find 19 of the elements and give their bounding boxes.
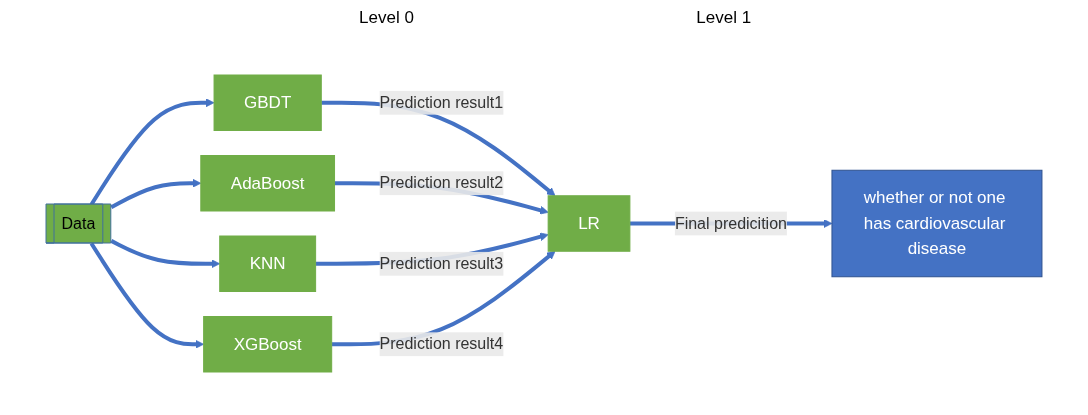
edge-label: Prediction result4: [379, 335, 504, 353]
arrow: [331, 250, 556, 347]
node-box: KNN: [219, 235, 317, 292]
node-box: whether or not one has cardiovascular disease: [831, 169, 1043, 278]
edge-label: Final predicition: [674, 214, 787, 232]
node-box: GBDT: [213, 74, 322, 131]
node-box: AdaBoost: [200, 155, 336, 212]
level-label: Level 1: [696, 8, 752, 28]
edge-label: Prediction result3: [379, 254, 504, 272]
edge-label: Prediction result1: [379, 93, 504, 111]
arrow: [110, 178, 202, 209]
level-label: Level 0: [359, 8, 414, 28]
arrow: [321, 100, 556, 197]
arrow: [89, 98, 215, 206]
arrow: [110, 239, 221, 269]
arrow: [89, 242, 205, 349]
node-box: XGBoost: [203, 316, 333, 373]
edge-label: Prediction result2: [379, 174, 504, 192]
node-box: LR: [547, 195, 631, 252]
